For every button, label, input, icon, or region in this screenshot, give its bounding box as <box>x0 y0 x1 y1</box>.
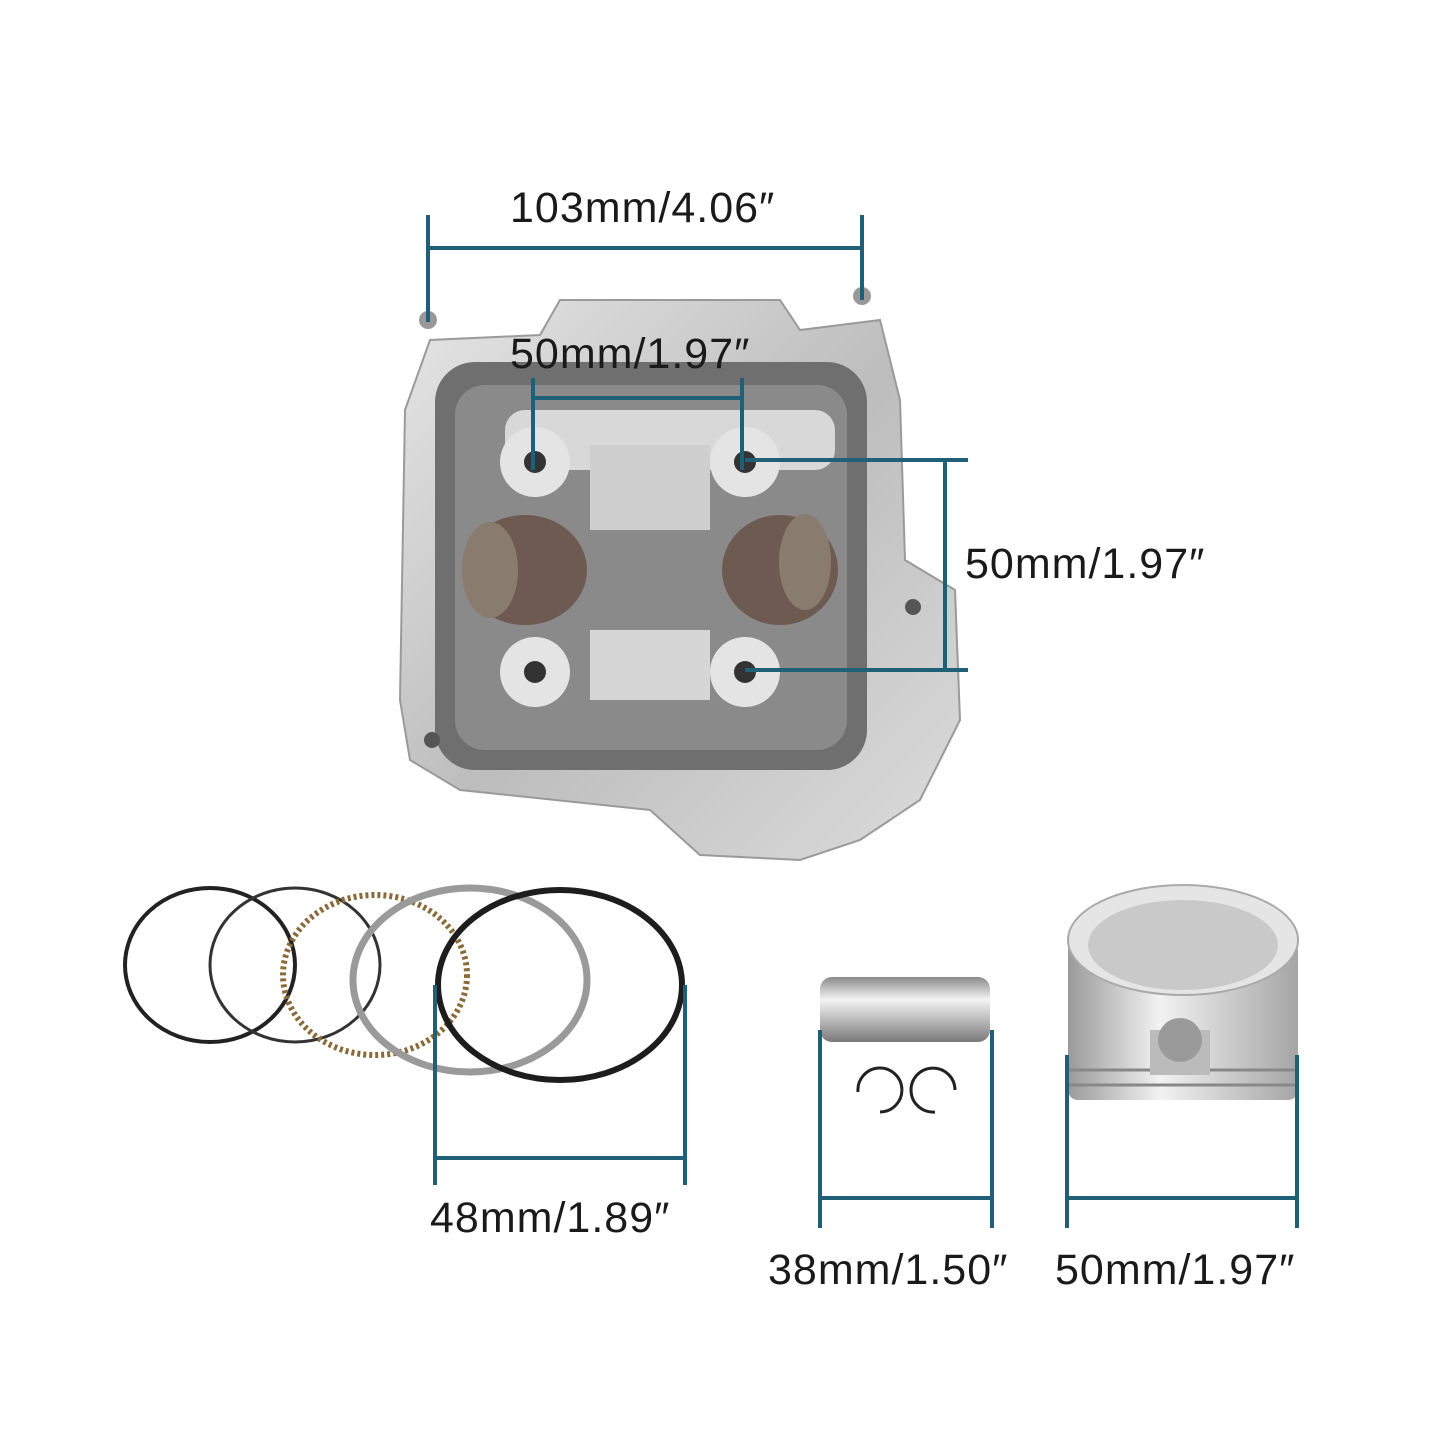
dim-pin-length <box>818 1030 994 1228</box>
dim-piston-diameter <box>1065 1055 1299 1228</box>
circlip-right <box>909 1066 957 1114</box>
dim-bolt-horizontal <box>531 378 744 470</box>
dim-head-width <box>426 215 864 322</box>
valve-spring-right <box>722 514 838 625</box>
piston-rings <box>123 884 685 1083</box>
bolt-horizontal-label: 50mm/1.97″ <box>510 330 750 378</box>
head-width-label: 103mm/4.06″ <box>510 184 775 232</box>
ring-diameter-label: 48mm/1.89″ <box>430 1194 670 1242</box>
dim-ring-diameter <box>433 985 687 1185</box>
piston-pin <box>820 977 990 1042</box>
piston <box>1067 884 1299 1100</box>
valve-spring-left <box>462 515 587 625</box>
dim-bolt-vertical <box>745 458 968 672</box>
piston-diameter-label: 50mm/1.97″ <box>1055 1246 1295 1294</box>
pin-length-label: 38mm/1.50″ <box>768 1246 1008 1294</box>
bolt-vertical-label: 50mm/1.97″ <box>965 540 1205 588</box>
circlip-left <box>856 1066 904 1114</box>
